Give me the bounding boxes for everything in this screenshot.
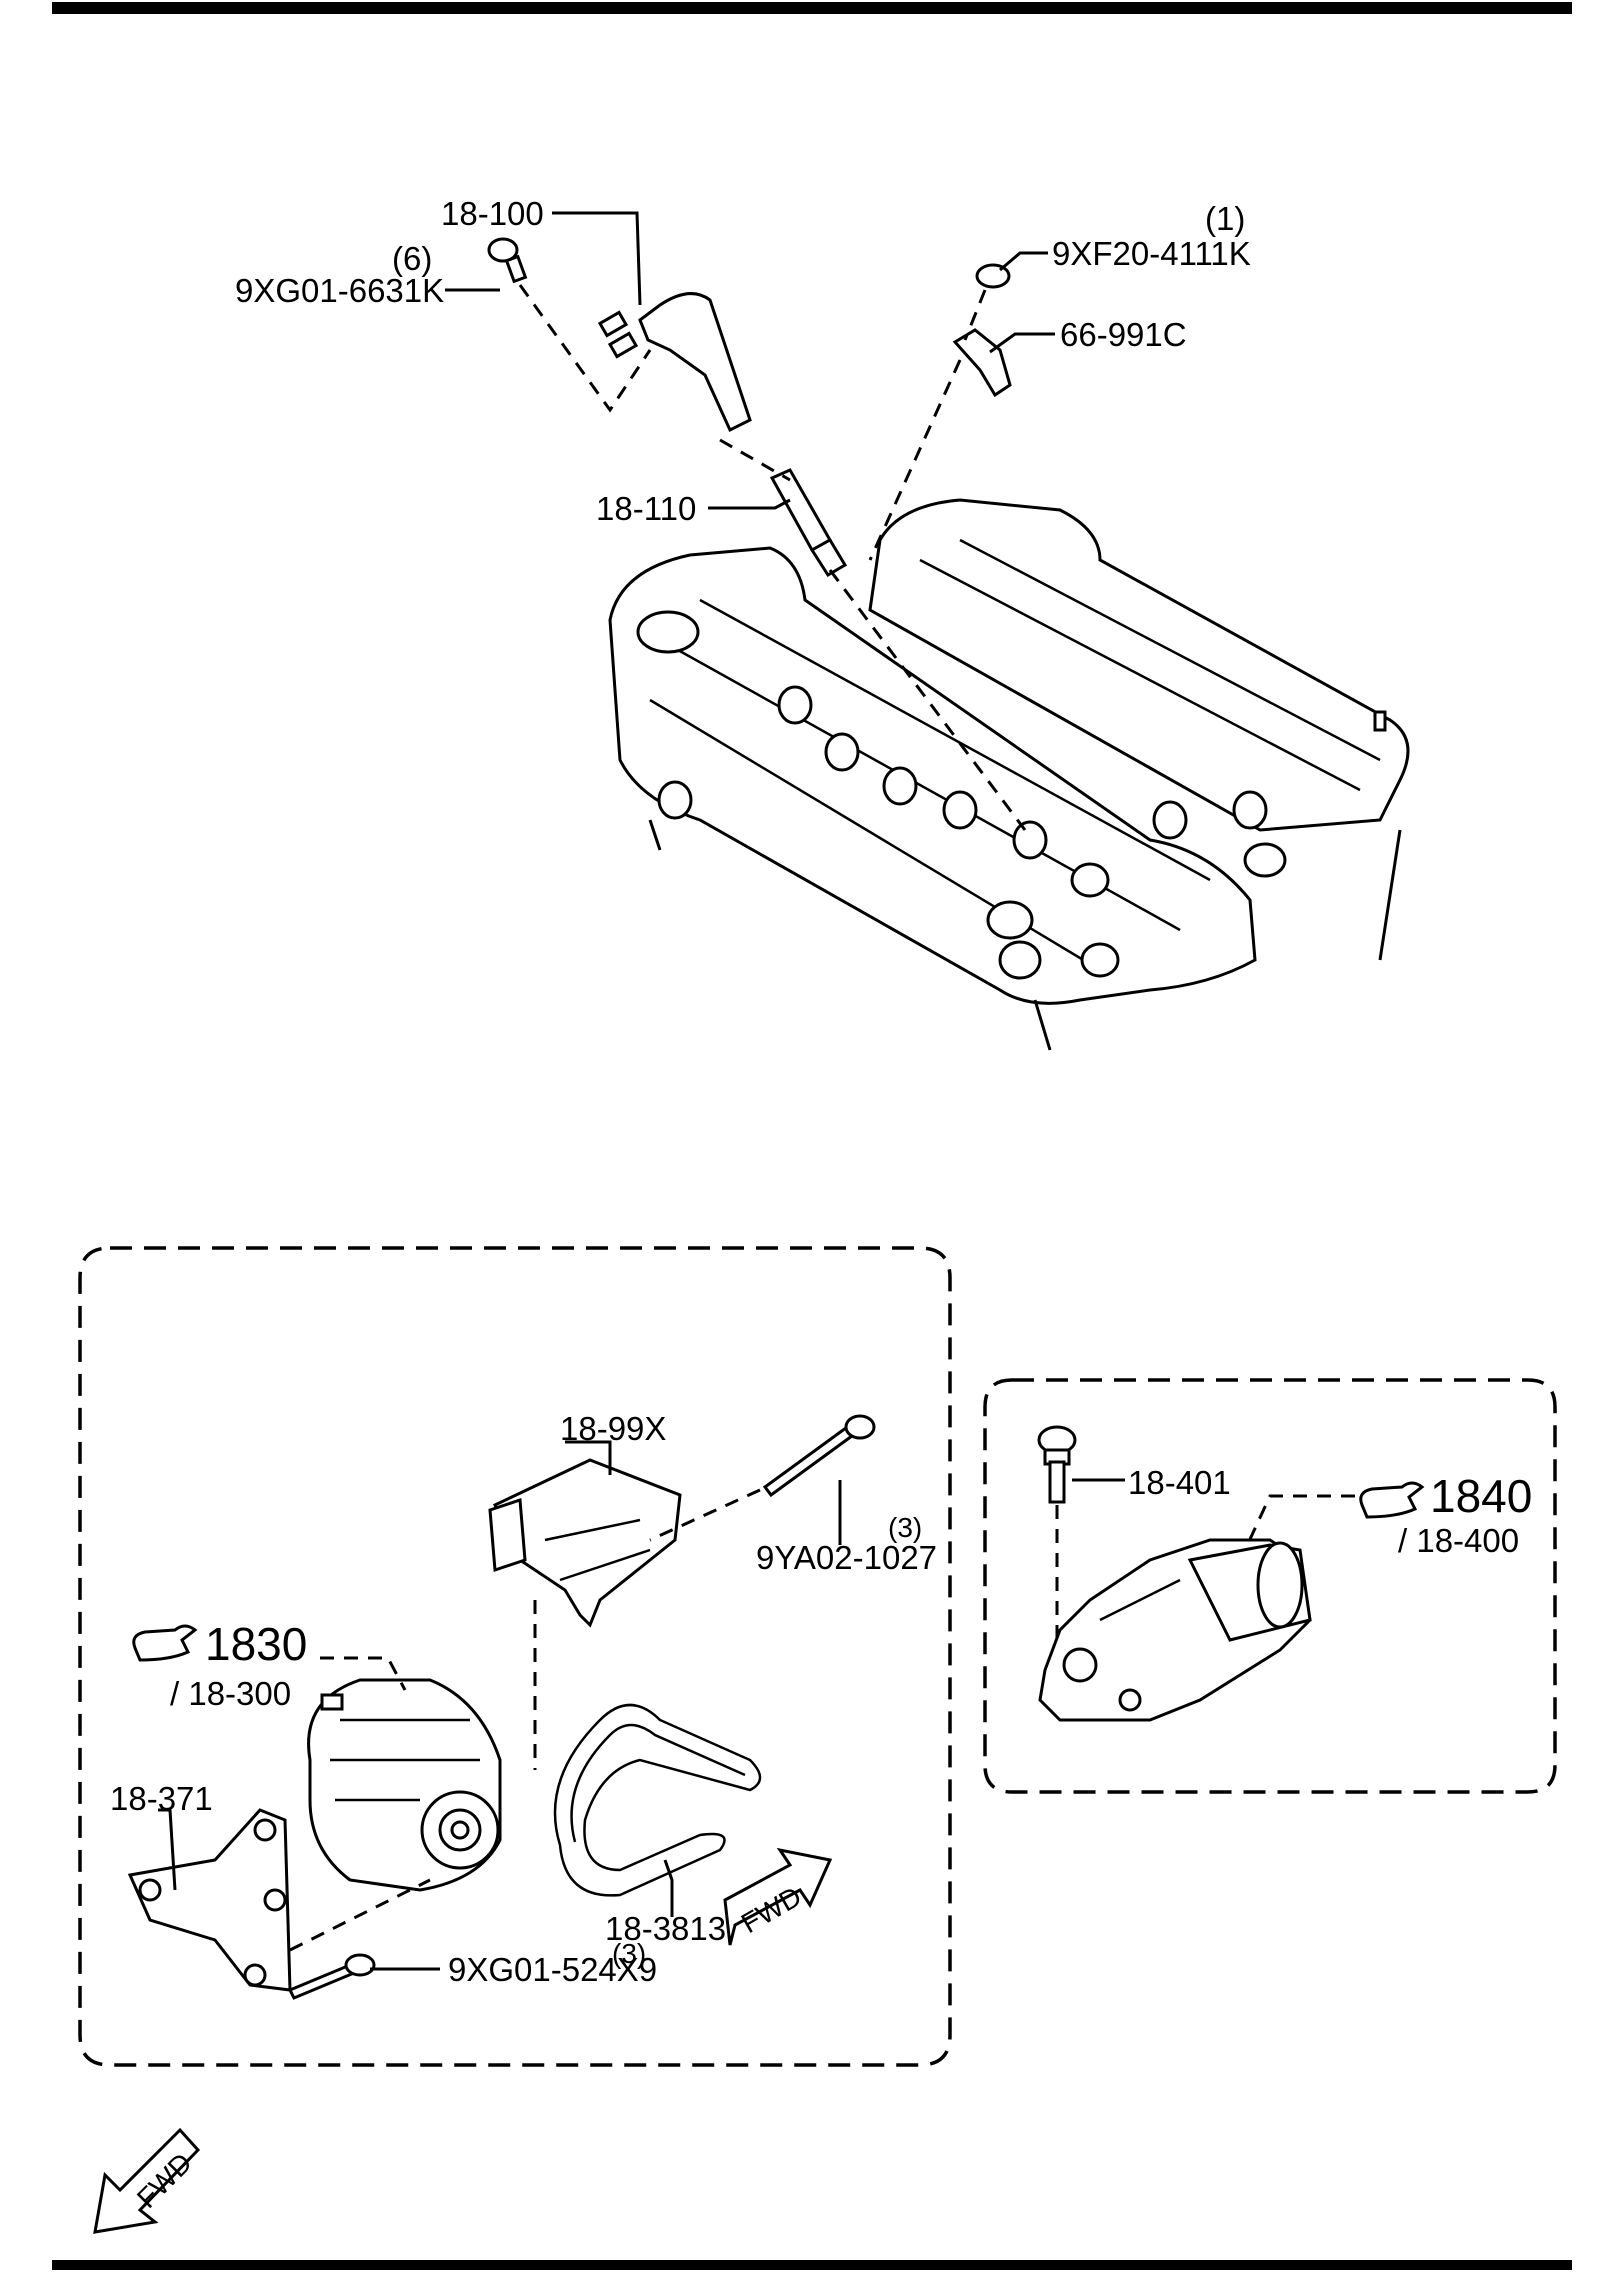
spark-plug-part-number: 18-110 bbox=[596, 490, 696, 527]
bracket-bolt-qty: (3) bbox=[612, 1938, 646, 1969]
long-bolt-part-number: 9YA02-1027 bbox=[756, 1539, 937, 1576]
starter-ref: 1840 bbox=[1430, 1470, 1532, 1522]
alternator-cover bbox=[488, 1458, 682, 1628]
bottom-border bbox=[52, 2260, 1572, 2270]
belt-part-number: 18-3813 bbox=[605, 1910, 726, 1947]
cylinder-head-cover bbox=[608, 498, 1410, 1051]
top-border bbox=[52, 2, 1572, 14]
clip-part-number: 66-991C bbox=[1060, 316, 1187, 353]
pointing-hand-icon bbox=[1359, 1481, 1425, 1519]
drive-belt bbox=[553, 1703, 762, 1897]
alt-cover-part-number: 18-99X bbox=[560, 1410, 666, 1447]
bracket-bolt-part-number: 9XG01-524X9 bbox=[448, 1951, 657, 1988]
alternator-ref: 1830 bbox=[205, 1618, 307, 1670]
bracket-bolt bbox=[287, 1953, 376, 2000]
starter-bolt bbox=[1037, 1425, 1077, 1504]
alternator bbox=[307, 1678, 502, 1892]
long-bolt-qty: (3) bbox=[888, 1512, 922, 1543]
pointing-hand-icon bbox=[132, 1624, 198, 1662]
fwd-arrow-icon: FWD bbox=[93, 2127, 201, 2234]
coil-bolt bbox=[487, 237, 528, 284]
nut-part-number: 9XF20-4111K bbox=[1052, 235, 1251, 272]
alternator-sub-ref: / 18-300 bbox=[170, 1675, 291, 1712]
clip bbox=[952, 328, 1012, 398]
starter-motor bbox=[1038, 1538, 1312, 1722]
bracket-part-number: 18-371 bbox=[110, 1780, 213, 1817]
starter-sub-ref: / 18-400 bbox=[1398, 1522, 1519, 1559]
nut-qty: (1) bbox=[1205, 200, 1245, 237]
coil-part-number: 18-100 bbox=[441, 195, 544, 232]
fwd-arrow-icon: FWD bbox=[723, 1847, 833, 1946]
coil-bolt-qty: (6) bbox=[392, 240, 432, 277]
starter-bolt-part-number: 18-401 bbox=[1128, 1464, 1231, 1501]
spark-plug bbox=[769, 468, 848, 578]
ignition-coil bbox=[597, 292, 752, 433]
long-bolt bbox=[762, 1414, 876, 1498]
alternator-bracket bbox=[127, 1808, 292, 1992]
coil-bolt-part-number: 9XG01-6631K bbox=[235, 272, 444, 309]
starter-group-box bbox=[983, 1378, 1557, 1794]
